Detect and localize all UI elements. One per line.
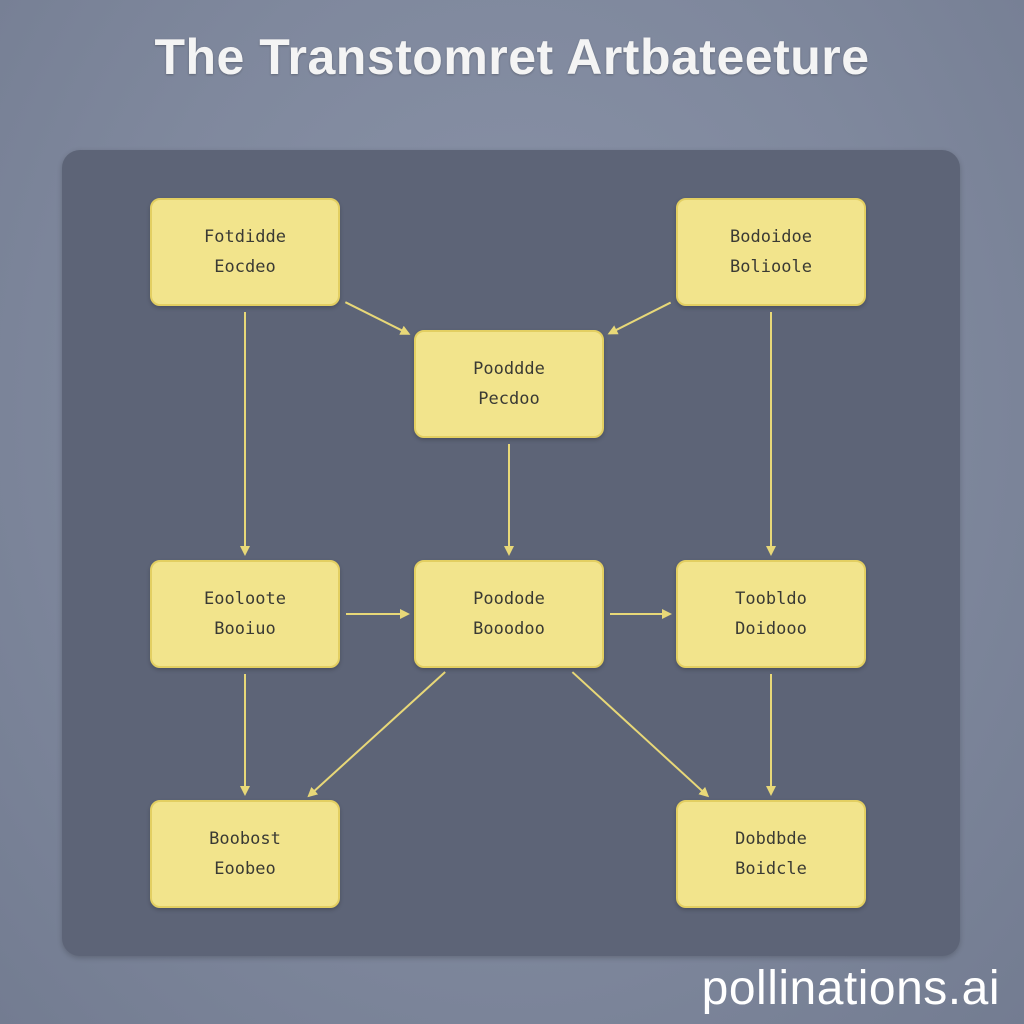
- node-mid-left: Eooloote Booiuo: [150, 560, 340, 668]
- node-label-line1: Fotdidde: [204, 227, 286, 247]
- node-center-top: Pooddde Pecdoo: [414, 330, 604, 438]
- node-label-line2: Eocdeo: [214, 257, 276, 277]
- edge-mid-center-to-bottom-right: [571, 671, 710, 798]
- node-label-line2: Eoobeo: [214, 859, 276, 879]
- watermark-text: pollinations.ai: [701, 962, 1000, 1015]
- edge-mid-center-to-bottom-left: [307, 671, 446, 798]
- node-bottom-left: Boobost Eoobeo: [150, 800, 340, 908]
- diagram-title: The Transtomret Artbateeture: [154, 29, 870, 85]
- node-label-line2: Bolioole: [730, 257, 812, 277]
- node-label-line1: Eooloote: [204, 589, 286, 609]
- node-mid-center: Poodode Booodoo: [414, 560, 604, 668]
- node-label-line1: Poodode: [473, 589, 545, 609]
- node-label-line2: Booiuo: [214, 619, 276, 639]
- node-mid-right: Toobldo Doidooo: [676, 560, 866, 668]
- node-label-line1: Toobldo: [735, 589, 807, 609]
- node-label-line1: Pooddde: [473, 359, 545, 379]
- node-bottom-right: Dobdbde Boidcle: [676, 800, 866, 908]
- node-label-line1: Bodoidoe: [730, 227, 812, 247]
- node-label-line2: Boidcle: [735, 859, 807, 879]
- node-top-right: Bodoidoe Bolioole: [676, 198, 866, 306]
- node-label-line1: Boobost: [209, 829, 281, 849]
- node-label-line2: Booodoo: [473, 619, 545, 639]
- edge-top-right-to-center-top: [607, 301, 672, 335]
- node-label-line1: Dobdbde: [735, 829, 807, 849]
- node-top-left: Fotdidde Eocdeo: [150, 198, 340, 306]
- node-label-line2: Pecdoo: [478, 389, 540, 409]
- edge-top-left-to-center-top: [344, 301, 411, 335]
- node-label-line2: Doidooo: [735, 619, 807, 639]
